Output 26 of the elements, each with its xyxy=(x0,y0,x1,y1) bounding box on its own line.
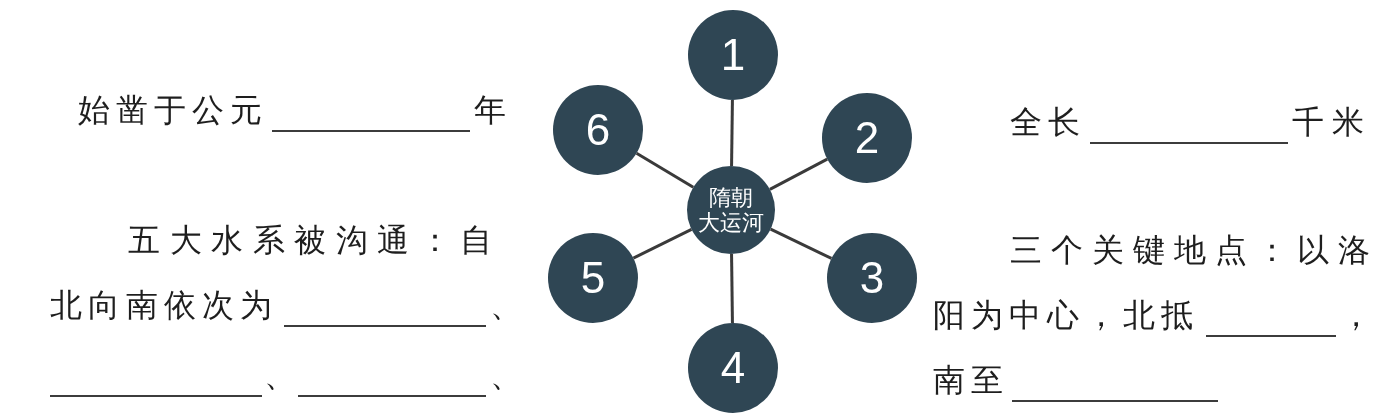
circle-number: 1 xyxy=(720,33,746,77)
connector-line xyxy=(730,99,734,166)
circle-title: 隋朝大运河 xyxy=(697,185,765,235)
punctuation-mark: ， xyxy=(1340,295,1372,335)
unit-text: 千米 xyxy=(1292,102,1372,142)
connector-line xyxy=(769,227,833,260)
circle-number: 5 xyxy=(580,256,606,300)
prompt-text: 南至 xyxy=(933,360,1009,400)
punctuation-mark: 、 xyxy=(490,285,522,325)
unit-text: 年 xyxy=(474,90,506,130)
punctuation-mark: 、 xyxy=(264,355,296,395)
prompt-text: 五大水系被沟通：自 xyxy=(128,220,502,260)
prompt-text: 阳为中心，北抵 xyxy=(933,295,1199,335)
connector-line xyxy=(769,157,828,191)
connector-line xyxy=(635,151,695,189)
prompt-text: 三个关键地点：以洛 xyxy=(1010,230,1379,270)
circle-number: 3 xyxy=(859,256,885,300)
connector-line xyxy=(632,228,693,260)
circle-number: 2 xyxy=(854,116,880,160)
prompt-text: 全长 xyxy=(1010,102,1086,142)
prompt-text: 始凿于公元 xyxy=(78,90,268,130)
circle-number: 4 xyxy=(720,346,746,390)
punctuation-mark: 、 xyxy=(490,355,522,395)
prompt-text: 北向南依次为 xyxy=(50,285,278,325)
connector-line xyxy=(730,254,734,324)
circle-number: 6 xyxy=(585,108,611,152)
